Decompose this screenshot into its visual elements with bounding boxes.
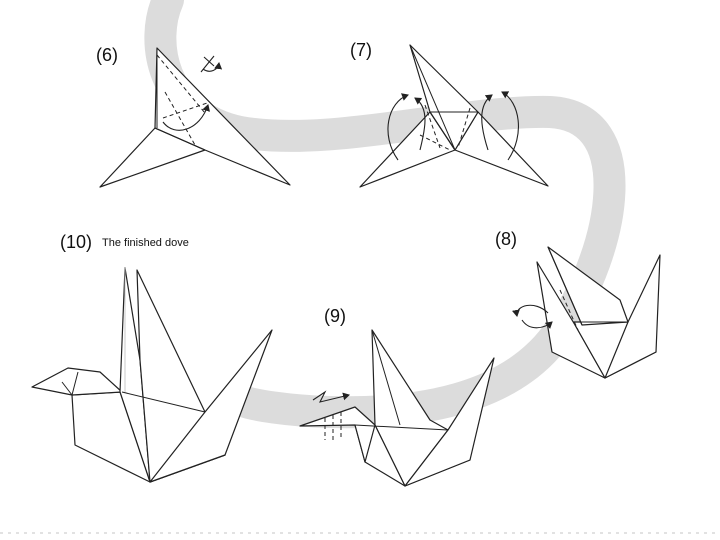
step-8-label: (8) <box>495 229 517 249</box>
step-6-label: (6) <box>96 45 118 65</box>
step-9: (9) <box>299 306 495 487</box>
step-6-flip-symbol-icon <box>200 55 223 73</box>
step-10-caption: The finished dove <box>102 237 189 249</box>
step-7-left-return-arrow-icon <box>414 97 426 151</box>
step-10-label: (10) <box>60 232 92 252</box>
step-7-right-return-arrow-icon <box>481 94 493 151</box>
step-8: (8) <box>495 229 661 379</box>
step-8-reverse-fold-arrow-icon <box>512 304 549 317</box>
step-6: (6) <box>96 45 291 188</box>
step-7-label: (7) <box>350 40 372 60</box>
step-7-right-fold-arrow-icon <box>501 91 519 161</box>
step-6-fold-arrow-icon <box>162 104 210 131</box>
step-9-zigzag-arrow-icon <box>312 390 350 403</box>
step-9-label: (9) <box>324 306 346 326</box>
dove-head <box>31 367 123 396</box>
step-7: (7) <box>350 40 549 188</box>
step-7-left-fold-arrow-icon <box>387 93 409 161</box>
step-9-head-neck <box>299 406 376 463</box>
step-10: (10) The finished dove <box>31 232 273 483</box>
step-6-right-flap <box>154 47 291 186</box>
step-8-return-arrow-icon <box>521 319 553 329</box>
